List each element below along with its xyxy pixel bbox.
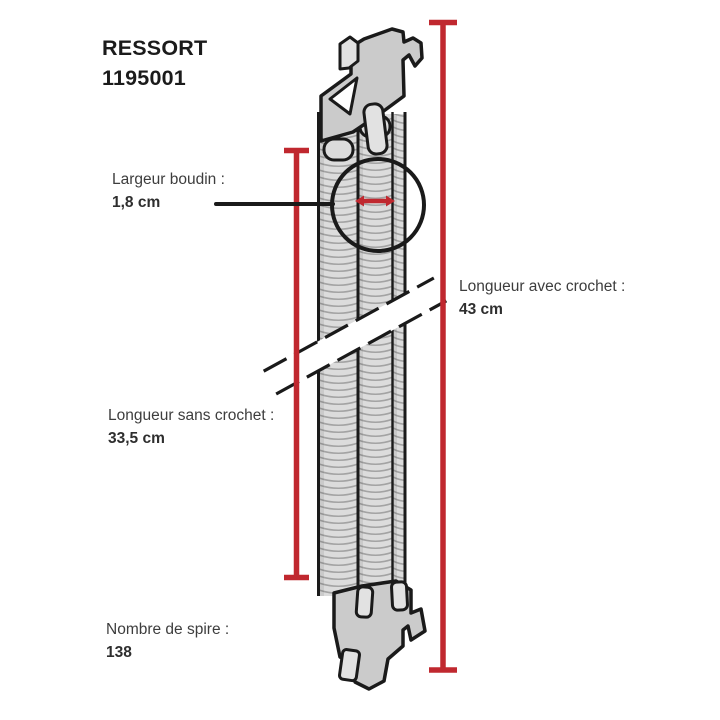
length-with-hook-value: 43 cm <box>459 301 503 318</box>
product-title: RESSORT 1195001 <box>102 33 207 93</box>
annotation-length-with-hook: Longueur avec crochet : 43 cm <box>459 275 625 321</box>
coil-width-arrow <box>355 195 395 207</box>
product-title-line1: RESSORT <box>102 36 208 60</box>
annotation-length-without-hook: Longueur sans crochet : 33,5 cm <box>108 404 274 450</box>
length-with-hook-label: Longueur avec crochet : <box>459 278 626 295</box>
product-title-line2: 1195001 <box>102 66 186 90</box>
length-without-hook-value: 33,5 cm <box>108 430 165 447</box>
annotation-coil-width: Largeur boudin : 1,8 cm <box>112 168 225 214</box>
length-without-hook-label: Longueur sans crochet : <box>108 407 275 424</box>
coil-count-label: Nombre de spire : <box>106 621 230 638</box>
top-bracket-front-tab <box>362 102 389 156</box>
spring-wire-top-left <box>322 137 355 162</box>
dimension-line-without-hook <box>284 147 309 581</box>
spring-bottom-bracket <box>332 579 427 691</box>
coil-width-highlight-circle <box>330 157 426 253</box>
coil-width-label: Largeur boudin : <box>112 171 225 188</box>
annotation-coil-count: Nombre de spire : 138 <box>106 618 229 664</box>
break-symbol <box>262 276 448 396</box>
coil-width-value: 1,8 cm <box>112 194 161 211</box>
coil-count-value: 138 <box>106 644 132 661</box>
dimension-line-with-hook <box>429 19 457 673</box>
bottom-bracket-foot <box>338 648 361 683</box>
bottom-bracket-tab-right <box>390 580 409 612</box>
bottom-bracket-tab-left <box>354 585 375 619</box>
spring-top-bracket <box>319 27 424 156</box>
